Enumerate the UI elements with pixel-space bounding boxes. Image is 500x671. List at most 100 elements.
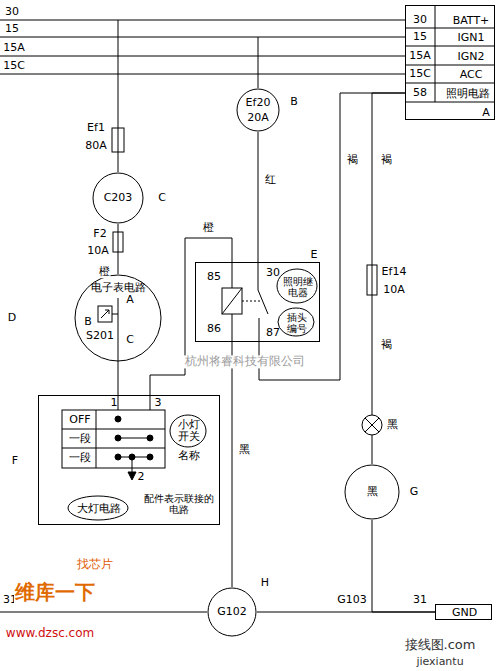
module-grid (405, 65, 495, 66)
switch-table (118, 395, 119, 410)
node-text: B (84, 316, 92, 328)
module-grid (405, 28, 495, 29)
node-text: 85 (207, 271, 221, 283)
node-text: 86 (207, 323, 221, 335)
wire-label: 红 (264, 174, 277, 186)
node-text: 照明电路 (446, 88, 490, 100)
lamp-symbol (362, 415, 382, 435)
fuse-wire (118, 128, 119, 152)
relay-symbol (259, 318, 260, 342)
power-bus (0, 20, 405, 74)
fuse-wire (112, 128, 124, 152)
node-text: 1 (111, 397, 118, 409)
watermark: 接线图.com (404, 638, 477, 652)
fuse-circle: Ef2020AB (236, 88, 280, 132)
switch-table (118, 438, 150, 439)
node-text: IGN2 (458, 51, 485, 63)
power-bus (0, 37, 405, 38)
switch-table (68, 496, 128, 520)
node-text: IGN1 (458, 32, 485, 44)
clock-switch-symbol (101, 310, 109, 318)
wire-connector (258, 132, 259, 262)
node-text: ACC (460, 69, 483, 81)
circle-outline (236, 88, 280, 132)
node-text: 插头编号 (286, 312, 308, 334)
wire-connector (232, 342, 233, 587)
relay-symbol (222, 262, 317, 342)
lamp-symbol (365, 418, 379, 432)
node-text: Ef20 (246, 97, 271, 109)
power-bus (0, 74, 405, 75)
node-text: 87 (266, 327, 280, 339)
switch-table (147, 454, 153, 460)
circle-outline (75, 275, 161, 361)
node-text: 一段 (69, 433, 91, 445)
clock-switch-symbol (118, 298, 119, 362)
node-text: 2 (138, 471, 145, 483)
node-text: 20A (247, 112, 269, 124)
wire-label: Ef14 (381, 266, 408, 278)
node-text: 一段 (69, 452, 91, 464)
wire-label: 10A (382, 284, 406, 296)
wire-label: 30 (412, 14, 428, 26)
wire-label: 58 (412, 87, 428, 99)
wire-connector (259, 93, 405, 380)
module-grid (405, 46, 495, 47)
node-text: G102 (217, 606, 247, 618)
switch-table (62, 429, 165, 430)
node-text: E (311, 249, 318, 261)
switch-table (62, 410, 165, 468)
relay-symbol (258, 262, 259, 290)
watermark: www.dzsc.com (5, 627, 95, 640)
node-text: H (261, 577, 269, 589)
watermark: jiexiantu (415, 656, 464, 668)
wire-label: 橙 (98, 266, 111, 278)
node-text: G (410, 486, 419, 498)
relay-symbol (258, 290, 268, 314)
relay-symbol (278, 308, 314, 336)
node-text: 照明继电器 (282, 276, 314, 298)
switch-table (62, 448, 165, 449)
switch-table (150, 395, 151, 410)
wire-label: 黑 (386, 419, 399, 431)
switch-table (115, 416, 153, 480)
clock-switch-symbol (98, 306, 112, 322)
wire-label: 15 (4, 23, 20, 35)
node-text: BATT+ (453, 15, 490, 27)
wire-connector (118, 362, 119, 395)
node-text: GND (452, 607, 477, 619)
fuse-symbol (372, 265, 373, 295)
power-bus (0, 20, 405, 21)
clock-switch-symbol (105, 310, 109, 314)
node-text: B (290, 96, 298, 108)
fuse-wire (258, 37, 259, 88)
wire-label: 褐 (380, 339, 393, 351)
watermark: 找芯片 (76, 558, 114, 571)
wire-label: 15C (2, 60, 26, 72)
switch-table (147, 435, 153, 441)
power-bus (0, 56, 405, 57)
fuse-symbol (118, 232, 119, 252)
node-text: 大灯电路 (77, 503, 121, 515)
wire-label: 橙 (202, 222, 215, 234)
circle-outline (208, 588, 256, 636)
wire-label: 15A (408, 50, 432, 62)
node-text: C (126, 334, 134, 346)
node-text: C (158, 192, 166, 204)
relay-symbol (222, 288, 242, 314)
wire-label: G103 (336, 594, 368, 606)
wire-connector (372, 520, 435, 612)
clock-switch-symbol (112, 314, 118, 315)
switch-table (132, 457, 133, 473)
relay-symbol (242, 301, 262, 302)
module-grid (405, 102, 495, 103)
ground-box: GND (435, 604, 492, 620)
node-text: 3 (155, 397, 162, 409)
wire-label: 30 (4, 6, 20, 18)
wire-label: 15 (412, 31, 428, 43)
switch-table (128, 472, 136, 480)
lamp-symbol (365, 418, 379, 432)
wire-label: 80A (84, 140, 108, 152)
ground-point: G102H (207, 587, 257, 637)
lamp-symbol (362, 415, 382, 435)
